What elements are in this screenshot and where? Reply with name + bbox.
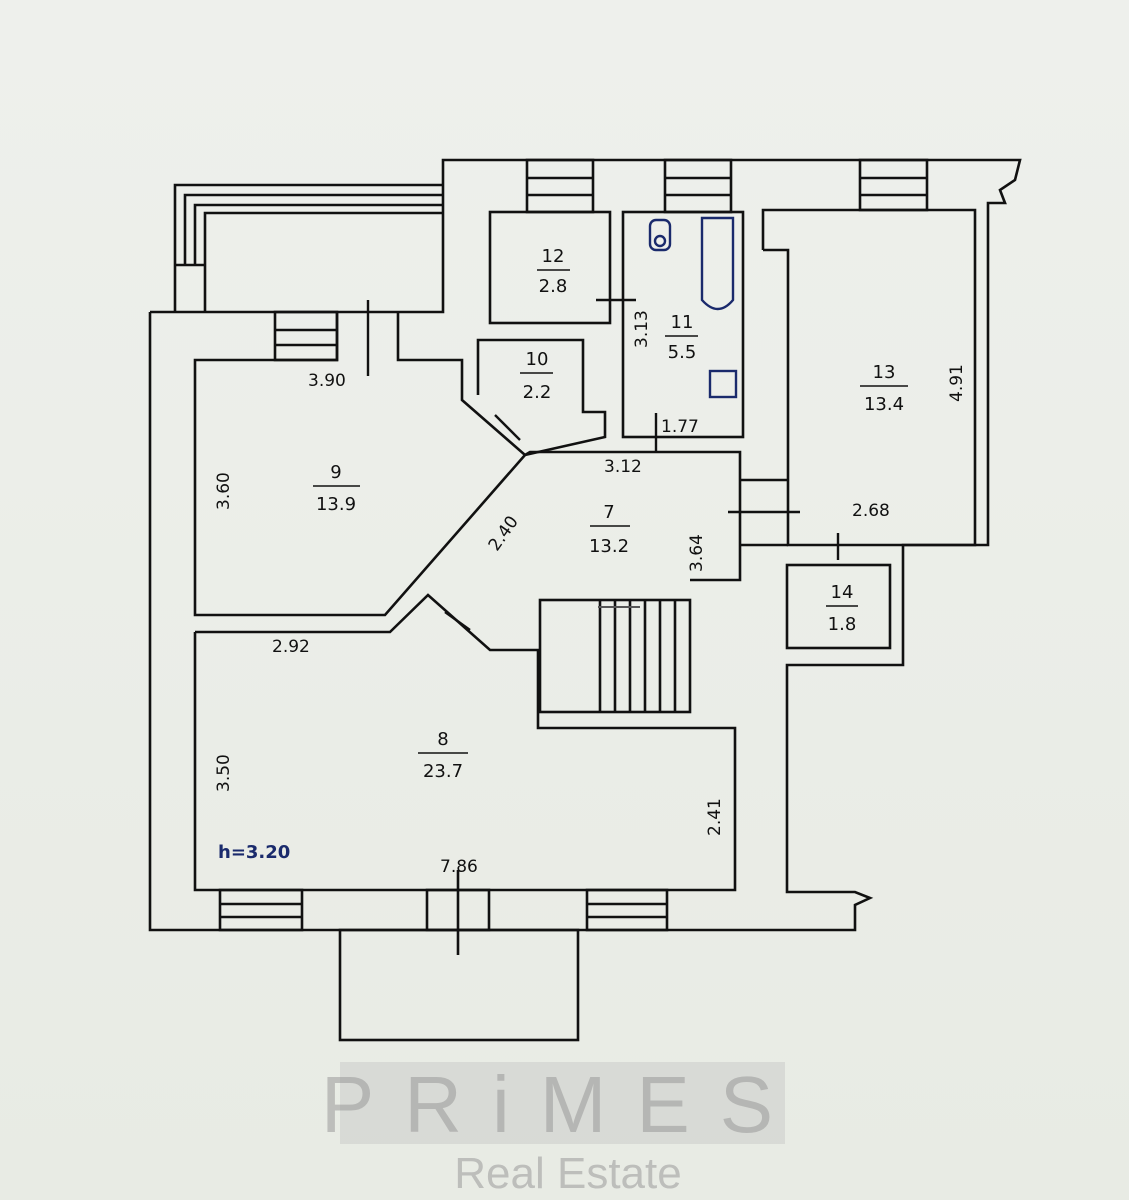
- svg-text:14: 14: [831, 582, 854, 603]
- room-7: 713.2: [589, 502, 630, 557]
- svg-text:4.91: 4.91: [947, 364, 967, 402]
- door-marks: [366, 298, 840, 631]
- svg-text:12: 12: [542, 246, 565, 267]
- room-10: 102.2: [520, 349, 553, 403]
- svg-text:2.41: 2.41: [705, 798, 725, 836]
- svg-text:13.2: 13.2: [589, 536, 629, 557]
- room-12: 122.8: [537, 246, 570, 297]
- svg-text:3.64: 3.64: [687, 534, 707, 572]
- svg-text:13: 13: [873, 362, 896, 383]
- svg-text:1.77: 1.77: [661, 417, 699, 437]
- svg-text:3.12: 3.12: [604, 457, 642, 477]
- svg-text:2.2: 2.2: [523, 382, 552, 403]
- svg-text:7: 7: [603, 502, 614, 523]
- svg-text:11: 11: [671, 312, 694, 333]
- svg-text:Real Estate: Real Estate: [454, 1149, 681, 1198]
- watermark: PRiMES Real Estate: [321, 1060, 803, 1198]
- dimension-labels: 3.90 3.60 3.13 1.77 3.12 2.40 3.64 4.91 …: [214, 310, 967, 877]
- bathtub-icon: [700, 216, 735, 311]
- bathroom-fixtures: [648, 216, 738, 399]
- room-11: 115.5: [665, 312, 698, 363]
- room-13: 13 13.4: [860, 362, 908, 415]
- room-8: 823.7: [418, 729, 468, 782]
- svg-text:2.40: 2.40: [485, 512, 523, 554]
- svg-text:10: 10: [526, 349, 549, 370]
- sink-icon: [708, 369, 738, 399]
- ceiling-height-label: h=3.20: [218, 842, 290, 863]
- svg-text:8: 8: [437, 729, 448, 750]
- svg-text:13.9: 13.9: [316, 494, 356, 515]
- windows: [218, 158, 929, 955]
- svg-text:9: 9: [330, 462, 341, 483]
- svg-text:PRiMES: PRiMES: [321, 1060, 803, 1149]
- svg-text:2.68: 2.68: [852, 501, 890, 521]
- svg-text:13.4: 13.4: [864, 394, 904, 415]
- svg-text:3.90: 3.90: [308, 371, 346, 391]
- toilet-icon: [648, 218, 672, 252]
- svg-text:3.60: 3.60: [214, 472, 234, 510]
- svg-text:2.8: 2.8: [539, 276, 568, 297]
- inner-walls: [193, 208, 977, 1042]
- svg-text:3.50: 3.50: [214, 754, 234, 792]
- svg-text:7.86: 7.86: [440, 857, 478, 877]
- svg-text:1.8: 1.8: [828, 614, 857, 635]
- room-9: 913.9: [313, 462, 360, 515]
- svg-text:3.13: 3.13: [632, 310, 652, 348]
- room-14: 141.8: [826, 582, 858, 635]
- svg-text:5.5: 5.5: [668, 342, 697, 363]
- svg-text:2.92: 2.92: [272, 637, 310, 657]
- svg-text:23.7: 23.7: [423, 761, 463, 782]
